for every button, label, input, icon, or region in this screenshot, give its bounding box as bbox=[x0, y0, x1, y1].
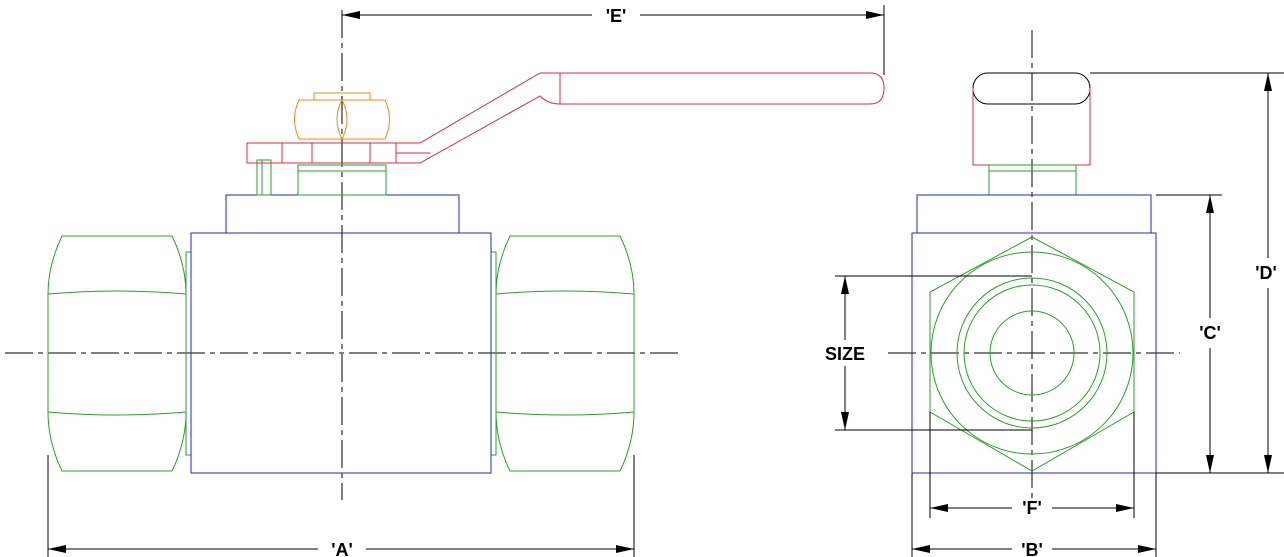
dimension-size: SIZE bbox=[825, 275, 1032, 431]
end-view-hex-fitting bbox=[929, 236, 1135, 472]
left-hex-end-fitting bbox=[47, 235, 192, 472]
dimension-c-label: 'C' bbox=[1199, 323, 1221, 343]
dimension-f-label: 'F' bbox=[1022, 498, 1042, 518]
valve-stem bbox=[256, 159, 387, 196]
valve-handle bbox=[246, 72, 885, 164]
dimension-d-label: 'D' bbox=[1255, 263, 1277, 283]
end-view: SIZE 'F' 'B' bbox=[825, 30, 1284, 557]
dimension-size-label: SIZE bbox=[825, 344, 865, 364]
dimension-f: 'F' bbox=[929, 412, 1135, 518]
dimension-b-label: 'B' bbox=[1021, 540, 1043, 557]
end-view-body bbox=[911, 232, 1157, 474]
dimension-e-label: 'E' bbox=[606, 6, 627, 26]
dimension-b: 'B' bbox=[911, 473, 1157, 557]
dimension-d: 'D' bbox=[1090, 72, 1284, 473]
end-view-bonnet bbox=[916, 194, 1152, 234]
front-view: 'A' 'E' bbox=[5, 5, 885, 557]
stem-nut bbox=[294, 92, 390, 140]
dimension-e: 'E' bbox=[342, 5, 885, 75]
dimension-a: 'A' bbox=[47, 455, 635, 557]
dimension-c: 'C' bbox=[1156, 194, 1284, 474]
dimension-a-label: 'A' bbox=[331, 540, 353, 557]
